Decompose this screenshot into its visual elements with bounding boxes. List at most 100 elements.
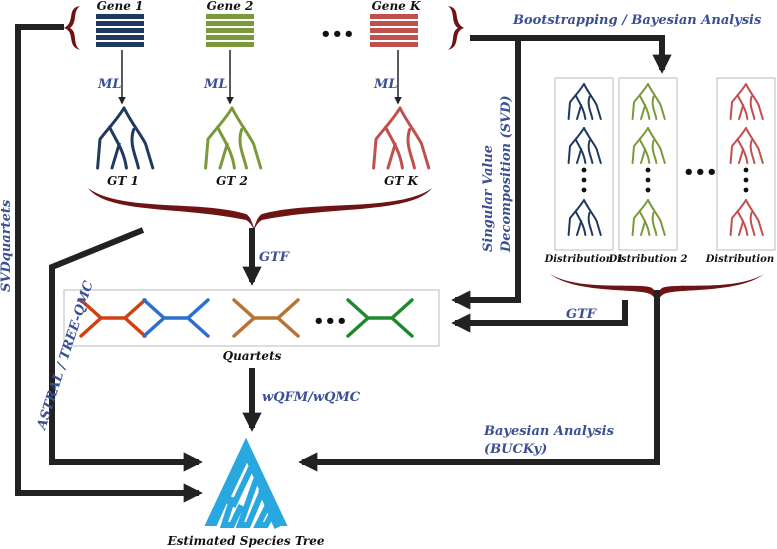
species-tree-icon	[204, 437, 288, 529]
tree-branch	[567, 127, 585, 164]
sequence-bar	[206, 42, 254, 47]
vertical-ellipsis-dot	[581, 187, 587, 193]
distribution-k-label: Distribution K	[705, 254, 777, 265]
tree-branch	[651, 139, 658, 164]
quartet-icon	[232, 298, 300, 338]
sequence-bar	[96, 42, 144, 47]
tree-branch	[729, 127, 747, 164]
tree-branch	[583, 83, 602, 120]
gene-k-label: Gene K	[372, 0, 421, 13]
tree-branch	[729, 83, 747, 120]
tree-branch	[238, 128, 248, 170]
tree-branch	[745, 199, 764, 236]
svd-label: Singular Value Decomposition (SVD)	[481, 95, 514, 253]
gene-k-sequence-icon	[370, 14, 418, 47]
species-tree-branch	[235, 476, 266, 528]
sequence-bar	[370, 14, 418, 19]
tree-branch	[640, 148, 647, 164]
bayesian-arrow	[298, 290, 660, 472]
quartet-icons	[79, 298, 414, 338]
tree-branch	[631, 83, 649, 120]
bayesian-label-line1: Bayesian Analysis	[483, 424, 615, 439]
tree-branch	[567, 199, 585, 236]
tree-branch	[647, 199, 666, 236]
vertical-ellipsis-dot	[581, 177, 587, 183]
tree-branch	[738, 220, 745, 236]
gene-2-label: Gene 2	[207, 0, 254, 13]
tree-branch	[647, 83, 666, 120]
tree-branch	[583, 127, 602, 164]
sequence-bar	[206, 35, 254, 40]
sequence-bar	[96, 28, 144, 33]
vertical-ellipsis-dot	[743, 177, 749, 183]
distribution-1-label: Distribution 1	[544, 254, 624, 265]
tree-branch	[386, 142, 397, 170]
tree-branch	[587, 95, 594, 120]
svd-label-line1: Singular Value	[481, 145, 496, 252]
tree-branch	[576, 148, 583, 164]
gene-1-sequence-icon	[96, 14, 144, 47]
tree-branch	[647, 127, 666, 164]
gtf-distribution-arrow	[451, 300, 628, 333]
tree-branch	[749, 211, 756, 236]
svdquartets-label: SVDquartets	[0, 199, 14, 292]
quartets-ellipsis: •••	[313, 311, 348, 332]
tree-branch	[749, 95, 756, 120]
tree-branch	[583, 199, 602, 236]
tree-branch	[738, 148, 745, 164]
bayesian-label-line2: (BUCKy)	[484, 442, 547, 457]
gene-tree-k-label: GT K	[384, 174, 418, 188]
sequence-bar	[206, 14, 254, 19]
distribution-2-box	[618, 77, 678, 251]
tree-branch	[96, 106, 126, 170]
quartets-box	[63, 289, 440, 347]
tree-branch	[729, 199, 747, 236]
vertical-ellipsis-dot	[581, 167, 587, 173]
tree-branch	[576, 220, 583, 236]
tree-branch	[745, 127, 764, 164]
tree-branch	[749, 139, 756, 164]
tree-branch	[398, 106, 431, 170]
sequence-bar	[370, 42, 418, 47]
svd-arrow	[451, 35, 521, 310]
sequence-bar	[370, 35, 418, 40]
gene-tree-k-icon	[372, 106, 431, 170]
vertical-ellipsis-dot	[645, 187, 651, 193]
tree-branch	[745, 83, 764, 120]
sequence-bar	[206, 28, 254, 33]
ml-label-2: ML	[203, 77, 228, 92]
tree-branch	[110, 142, 121, 170]
gene-2: Gene 2	[206, 0, 254, 47]
vertical-ellipsis-dot	[645, 177, 651, 183]
gtf-distribution-label: GTF	[566, 307, 597, 322]
quartet-icon	[346, 298, 414, 338]
gene-tree-2-icon	[204, 106, 263, 170]
distributions-panel: ••• Distribution 1 Distribution 2 Distri…	[544, 77, 777, 265]
curly-braces	[64, 6, 764, 303]
tree-branch	[738, 104, 745, 120]
left-brace-shape	[64, 6, 80, 50]
gene-2-sequence-icon	[206, 14, 254, 47]
tree-branch	[587, 139, 594, 164]
tree-branch	[587, 211, 594, 236]
gene-tree-1-label: GT 1	[107, 174, 139, 188]
quartets-label: Quartets	[223, 349, 282, 363]
tree-branch	[130, 128, 140, 170]
sequence-bar	[370, 21, 418, 26]
species-tree-branch	[219, 496, 244, 528]
svd-label-line2: Decomposition (SVD)	[499, 95, 514, 253]
sequence-bar	[370, 28, 418, 33]
tree-branch	[204, 106, 234, 170]
tree-branch	[651, 95, 658, 120]
tree-branch	[218, 142, 229, 170]
gtf-label: GTF	[259, 250, 290, 265]
gene-ellipsis: •••	[320, 24, 355, 45]
right-brace-shape	[448, 6, 464, 50]
bootstrap-label: Bootstrapping / Bayesian Analysis	[512, 13, 762, 28]
vertical-ellipsis-dot	[743, 187, 749, 193]
quartet-icon	[142, 298, 210, 338]
gene-1-label: Gene 1	[97, 0, 144, 13]
distribution-ellipsis: •••	[683, 162, 718, 183]
svdquartets-arrow	[15, 24, 203, 503]
